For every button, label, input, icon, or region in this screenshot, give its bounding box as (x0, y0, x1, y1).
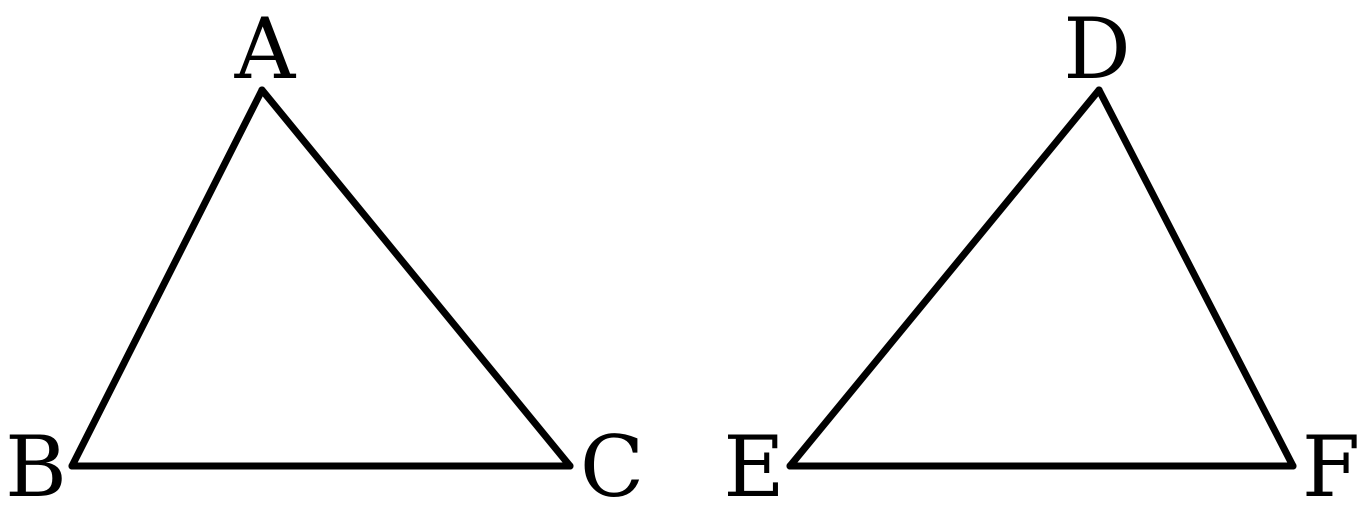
segment-df (1095, 86, 1297, 470)
segment-ac (258, 86, 574, 470)
triangle-abc: A B C (5, 0, 644, 516)
vertex-label-d: D (1063, 0, 1130, 98)
vertex-label-f: F (1302, 418, 1360, 516)
segment-ab (68, 86, 266, 470)
segment-de (786, 86, 1103, 470)
vertex-label-c: C (580, 418, 644, 516)
vertex-label-a: A (234, 0, 297, 98)
vertex-label-e: E (723, 418, 784, 516)
triangle-def: D E F (723, 0, 1360, 516)
vertex-label-b: B (5, 418, 67, 516)
